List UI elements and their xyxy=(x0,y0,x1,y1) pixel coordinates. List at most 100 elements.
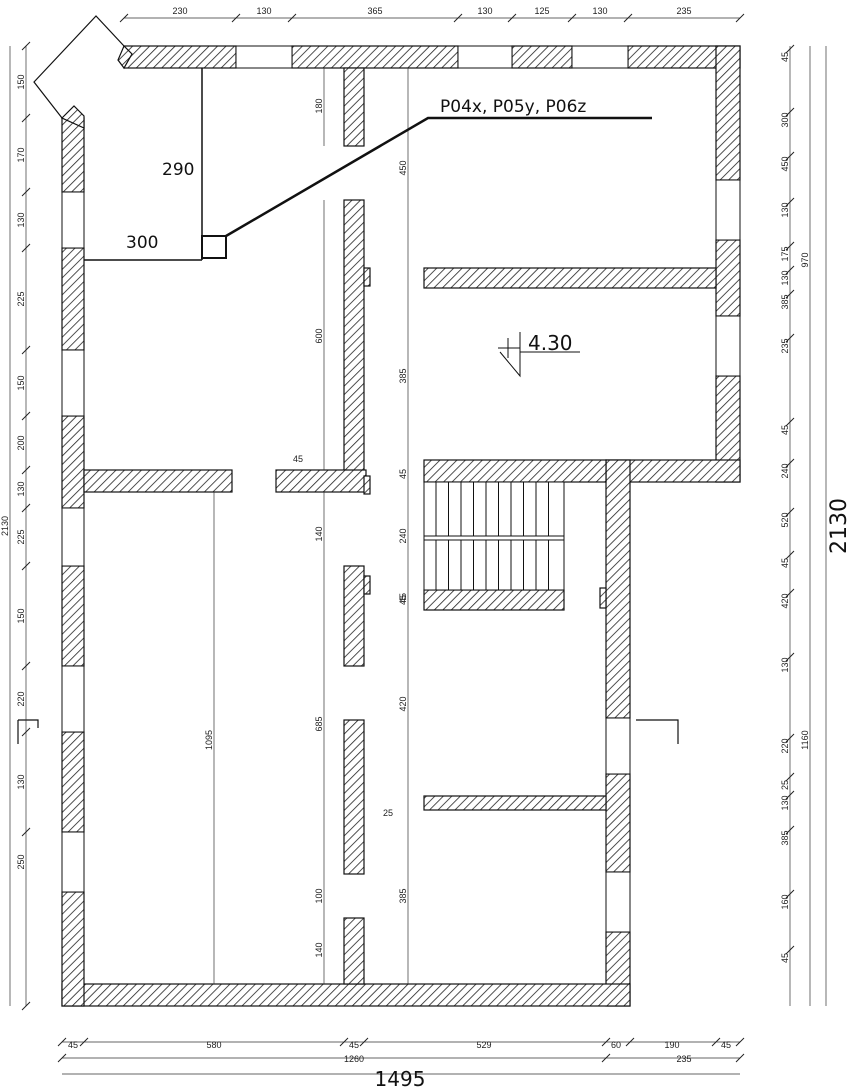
window-left-5 xyxy=(61,831,85,893)
dim-top-5: 130 xyxy=(592,6,607,16)
annotation: P04x, P05y, P06z 290 300 xyxy=(84,68,652,261)
wall-right-lower-1 xyxy=(605,459,631,719)
dim-interior-label: 100 xyxy=(314,888,324,903)
wall-spine-mid xyxy=(343,199,365,491)
wall-cross-left xyxy=(83,469,233,493)
dim-right-label: 385 xyxy=(780,294,790,309)
window-right-1 xyxy=(715,179,741,241)
section-markers xyxy=(17,719,679,744)
wall-room-1 xyxy=(423,267,717,289)
dim-right-label: 25 xyxy=(780,780,790,790)
dimension-labels: 230 130 365 130 125 130 235 45 580 45 52… xyxy=(68,6,850,1090)
dim-interior-label: 25 xyxy=(383,808,393,818)
annotation-leader xyxy=(225,116,652,238)
wall-top-2 xyxy=(291,45,459,69)
window-left-4 xyxy=(61,665,85,733)
overall-height: 2130 xyxy=(827,498,850,554)
dim-interior-label: 385 xyxy=(398,368,408,383)
dim-right-label: 45 xyxy=(780,558,790,568)
dim-bot1-2: 45 xyxy=(349,1040,359,1050)
dim-left-label: 220 xyxy=(16,691,26,706)
wall-bottom xyxy=(61,983,631,1007)
dim-interior-label: 45 xyxy=(398,593,408,603)
dim-interior-label: 385 xyxy=(398,888,408,903)
pilaster-1 xyxy=(363,267,371,287)
wall-left-1 xyxy=(61,117,85,193)
dim-right-label: 240 xyxy=(780,463,790,478)
dim-interior-label: 45 xyxy=(398,469,408,479)
window-openings xyxy=(61,45,741,933)
level-marker: 4.30 xyxy=(498,331,580,378)
wall-right-lower-2 xyxy=(605,773,631,873)
pilaster-2 xyxy=(363,475,371,495)
dim-interior-label: 45 xyxy=(293,454,303,464)
wall-room-2 xyxy=(423,459,607,483)
dim-interior-label: 140 xyxy=(314,942,324,957)
pilaster-4 xyxy=(599,587,607,609)
dim-bot1-5: 190 xyxy=(664,1040,679,1050)
wall-top-3 xyxy=(511,45,573,69)
dim-left-label: 225 xyxy=(16,291,26,306)
dim-right-label: 130 xyxy=(780,795,790,810)
annotation-label: P04x, P05y, P06z xyxy=(440,97,586,117)
dim-left-label: 170 xyxy=(16,147,26,162)
wall-stair-landing xyxy=(423,589,565,611)
wall-left-3 xyxy=(61,415,85,509)
dim-left-total: 2130 xyxy=(0,516,10,536)
dim-interior-label: 450 xyxy=(398,160,408,175)
wall-top-1 xyxy=(123,45,237,69)
pilaster-3 xyxy=(363,575,371,595)
dim-bot1-3: 529 xyxy=(476,1040,491,1050)
dim-right-label: 130 xyxy=(780,202,790,217)
dim-interior-label: 45 xyxy=(398,595,408,605)
dim-top-6: 235 xyxy=(676,6,691,16)
annotation-target-box xyxy=(201,235,227,259)
dim-right-label: 235 xyxy=(780,338,790,353)
dim-left-label: 250 xyxy=(16,854,26,869)
wall-spine-b xyxy=(343,719,365,875)
staircase xyxy=(423,481,565,591)
dim-top-3: 130 xyxy=(477,6,492,16)
window-left-3 xyxy=(61,507,85,567)
dim-left-label: 150 xyxy=(16,375,26,390)
dim-interior-label: 180 xyxy=(314,98,324,113)
wall-left-5 xyxy=(61,731,85,833)
dim-bot2-0: 1260 xyxy=(344,1054,364,1064)
dim-right-label: 130 xyxy=(780,657,790,672)
dim-interior-label: 240 xyxy=(398,528,408,543)
dim-left-label: 150 xyxy=(16,74,26,89)
annotation-offset-vertical: 290 xyxy=(162,160,194,180)
window-right-4 xyxy=(605,871,631,933)
dim-left-label: 130 xyxy=(16,481,26,496)
dim-right-label: 130 xyxy=(780,270,790,285)
wall-cross-mid xyxy=(275,469,367,493)
section-marker-right xyxy=(636,719,679,744)
dim-interior-label: 1095 xyxy=(204,730,214,750)
dim-left-label: 200 xyxy=(16,435,26,450)
dim-right-label: 45 xyxy=(780,425,790,435)
window-right-3 xyxy=(605,717,631,775)
dim-interior-label: 140 xyxy=(314,526,324,541)
dim-right-total: 970 xyxy=(800,252,810,267)
section-marker-left xyxy=(18,719,39,728)
dim-right-label: 385 xyxy=(780,830,790,845)
overall-width: 1495 xyxy=(375,1067,426,1090)
dim-left-label: 225 xyxy=(16,529,26,544)
wall-spine-a xyxy=(343,565,365,667)
dim-right-label: 300 xyxy=(780,112,790,127)
level-mark-value: 4.30 xyxy=(528,331,573,355)
window-top-2 xyxy=(457,45,513,69)
dim-left-label: 150 xyxy=(16,608,26,623)
dim-right-label: 520 xyxy=(780,512,790,527)
dim-bot1-4: 60 xyxy=(611,1040,621,1050)
dim-right-label: 220 xyxy=(780,738,790,753)
dim-bot1-1: 580 xyxy=(206,1040,221,1050)
dim-right-label: 45 xyxy=(780,52,790,62)
dim-interior-label: 600 xyxy=(314,328,324,343)
wall-right-upper-1 xyxy=(715,45,741,181)
wall-right-upper-2 xyxy=(715,239,741,317)
wall-spine-c xyxy=(343,917,365,985)
wall-spine-top xyxy=(343,67,365,147)
dimension-ticks xyxy=(21,13,795,1063)
